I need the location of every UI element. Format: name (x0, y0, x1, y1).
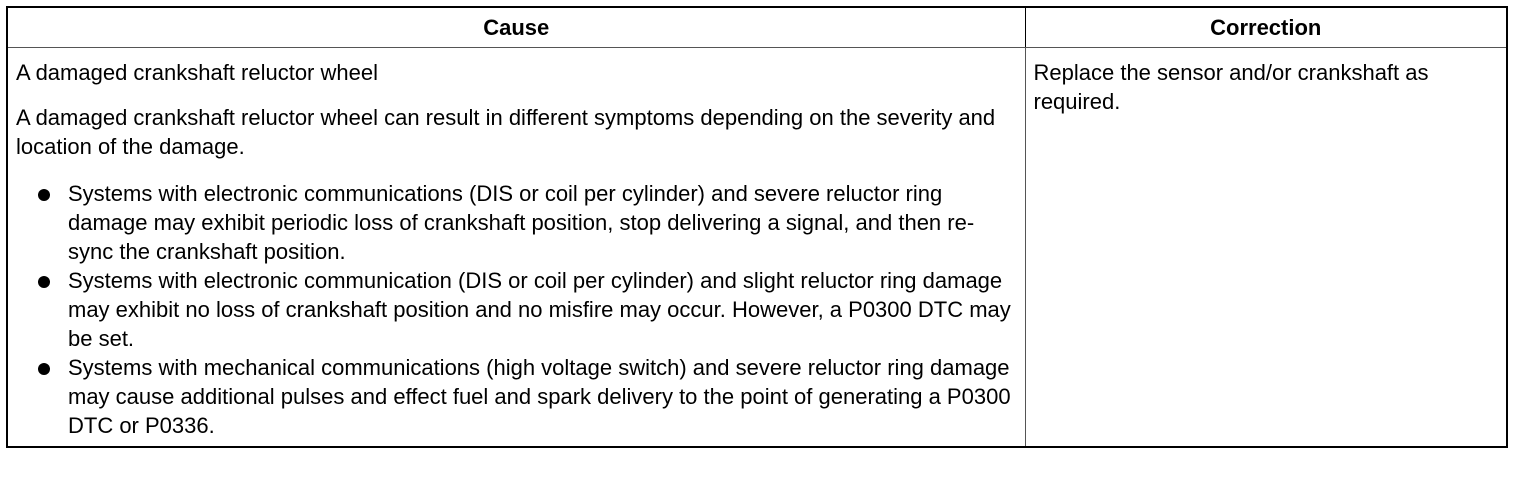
table-row: A damaged crankshaft reluctor wheel A da… (6, 47, 1508, 448)
bullet-dot-icon (38, 189, 50, 201)
cause-bullet-list: Systems with electronic communications (… (16, 179, 1017, 440)
list-item: Systems with electronic communication (D… (16, 266, 1017, 353)
cause-title: A damaged crankshaft reluctor wheel (16, 60, 378, 85)
list-item: Systems with mechanical communications (… (16, 353, 1017, 440)
list-item: Systems with electronic communications (… (16, 179, 1017, 266)
bullet-text: Systems with electronic communications (… (68, 181, 975, 264)
correction-cell: Replace the sensor and/or crankshaft as … (1024, 47, 1508, 448)
diagnostic-table: Cause Correction A damaged crankshaft re… (6, 6, 1508, 448)
header-cause: Cause (6, 6, 1026, 48)
header-correction: Correction (1024, 6, 1508, 48)
bullet-text: Systems with mechanical communications (… (68, 355, 1011, 438)
table-header-row: Cause Correction (6, 6, 1508, 48)
cause-intro: A damaged crankshaft reluctor wheel can … (16, 105, 996, 159)
bullet-dot-icon (38, 276, 50, 288)
bullet-dot-icon (38, 363, 50, 375)
correction-text: Replace the sensor and/or crankshaft as … (1033, 60, 1429, 114)
bullet-text: Systems with electronic communication (D… (68, 268, 1011, 351)
cause-cell: A damaged crankshaft reluctor wheel A da… (6, 47, 1026, 448)
